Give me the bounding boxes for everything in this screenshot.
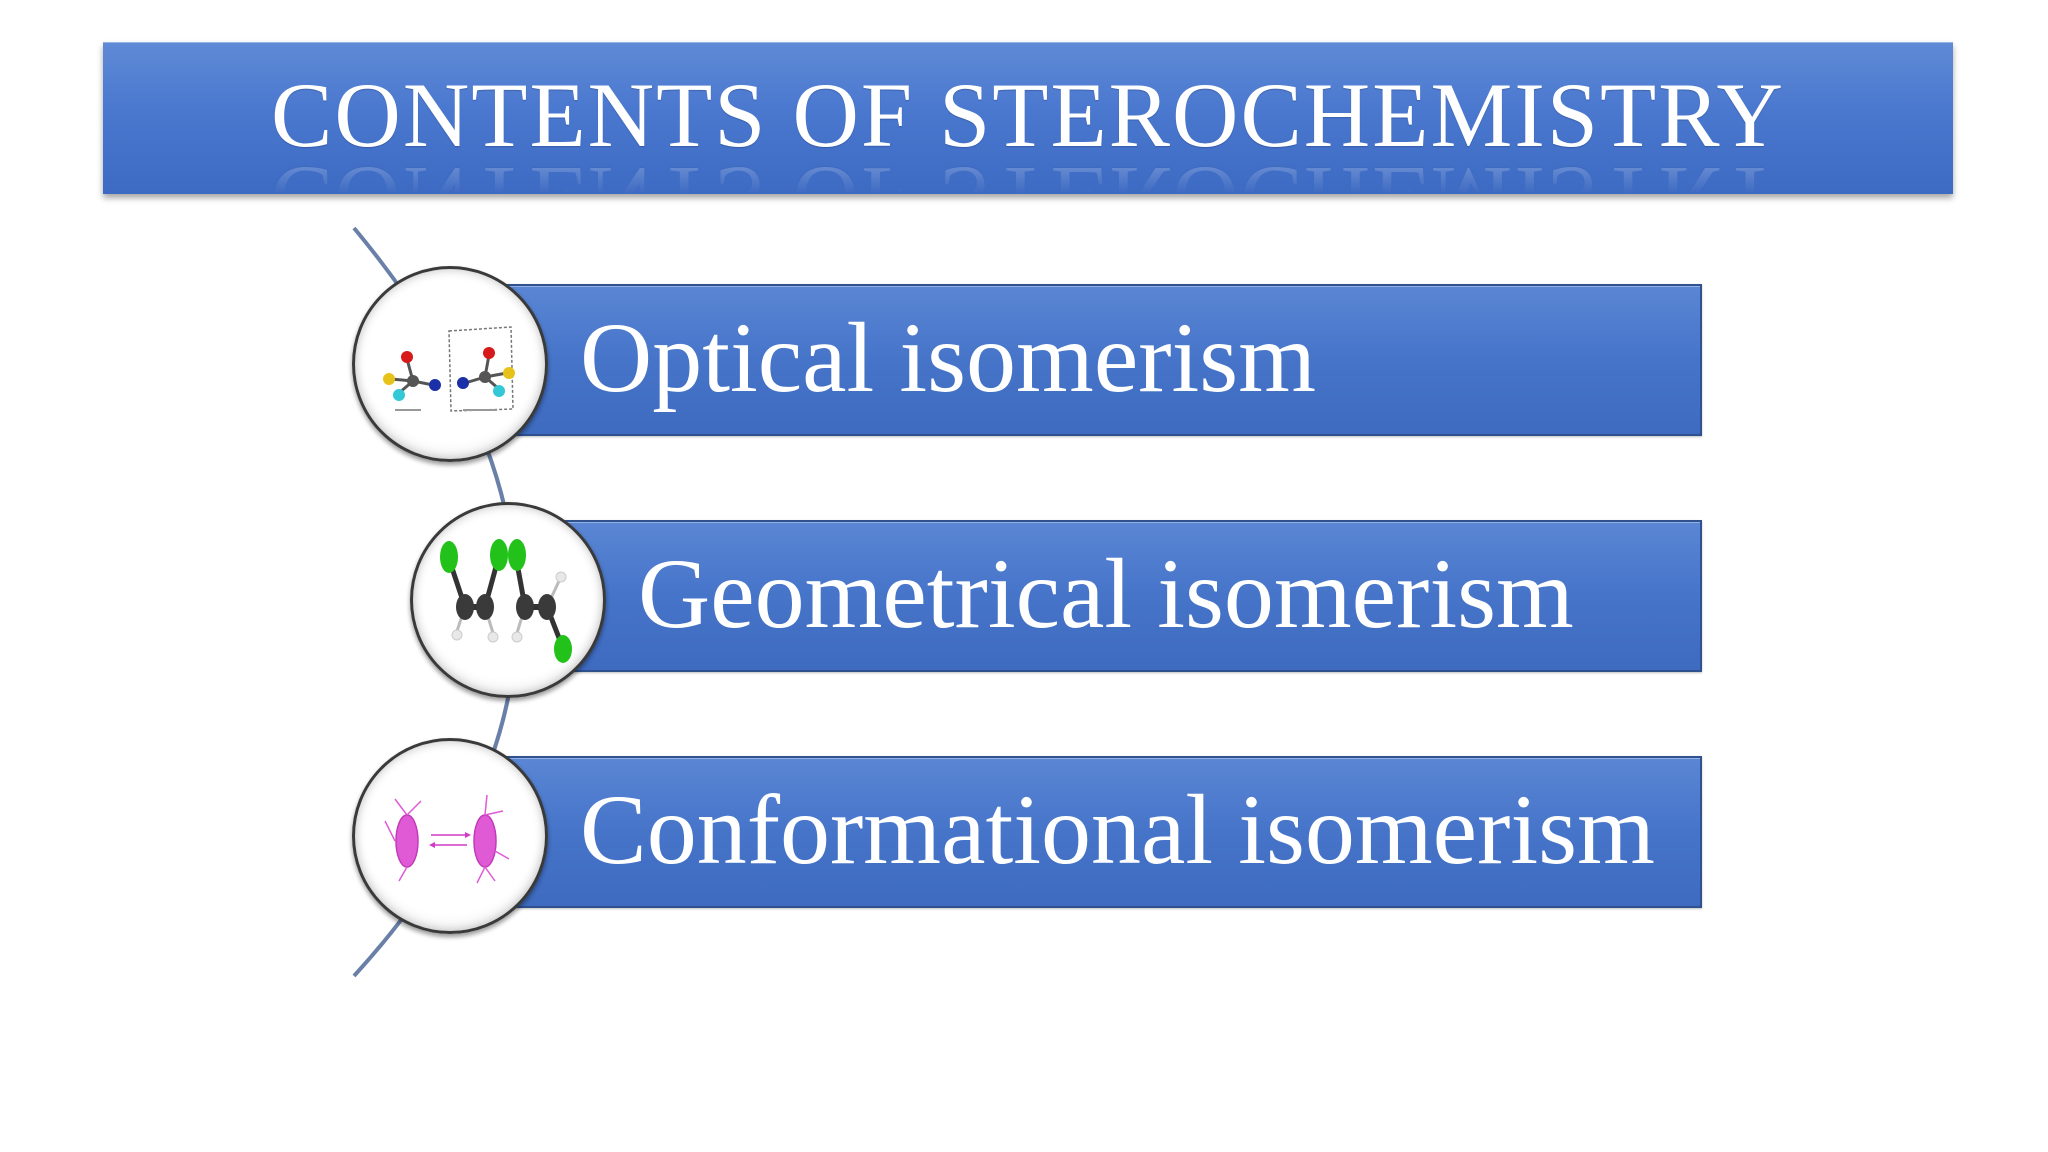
list-item-geometrical: Geometrical isomerism — [540, 520, 1702, 672]
item-label: Conformational isomerism — [580, 774, 1655, 885]
newman-projection-icon — [352, 738, 548, 934]
item-label: Optical isomerism — [580, 302, 1316, 413]
list-item-optical: Optical isomerism — [480, 284, 1702, 436]
item-label: Geometrical isomerism — [638, 538, 1574, 649]
cis-trans-molecule-icon — [410, 502, 606, 698]
title-banner: CONTENTS OF STEROCHEMISTRY — [103, 42, 1953, 194]
enantiomer-molecule-icon — [352, 266, 548, 462]
list-item-conformational: Conformational isomerism — [480, 756, 1702, 908]
slide-title: CONTENTS OF STEROCHEMISTRY — [271, 64, 1785, 166]
